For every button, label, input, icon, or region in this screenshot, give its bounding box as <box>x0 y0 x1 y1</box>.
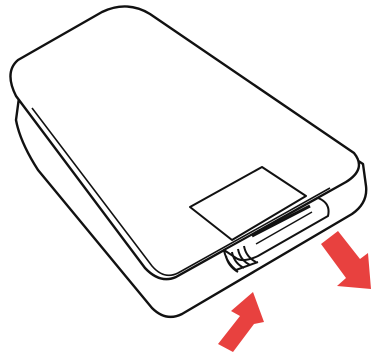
cover-bevel-line <box>31 107 331 277</box>
arrow-down-right-icon <box>321 231 371 289</box>
arrow-up-right-icon <box>218 292 264 352</box>
cover-latch-band <box>223 197 330 262</box>
latch-slot <box>251 204 311 238</box>
latch-slot-inner <box>255 211 313 245</box>
latch-grip <box>223 245 259 273</box>
label-recess <box>189 166 307 241</box>
